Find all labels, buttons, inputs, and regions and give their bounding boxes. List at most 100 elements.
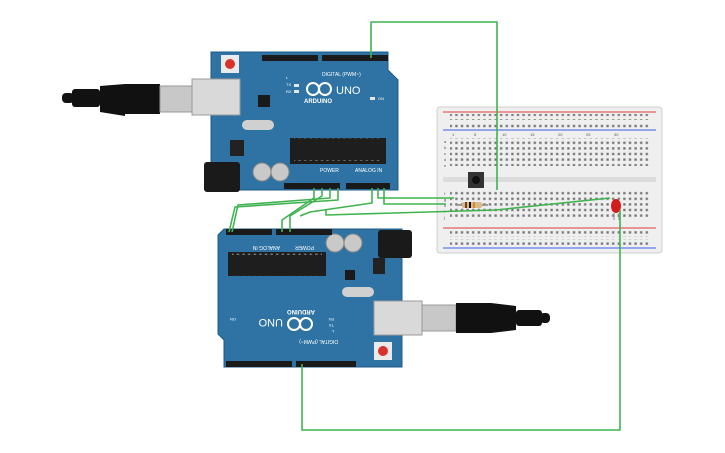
power-jack — [204, 162, 240, 192]
bb-row-h: h — [444, 203, 446, 208]
digital-header-bottom-1[interactable] — [226, 361, 292, 367]
rail-bottom-holes-1 — [450, 231, 650, 237]
wire-led-bottom-digital[interactable] — [301, 210, 621, 431]
bb-row-g: g — [444, 197, 446, 202]
tx-label-bottom: TX — [329, 323, 334, 328]
l-label-bottom: L — [331, 329, 334, 334]
digital-header-bottom-2[interactable] — [296, 361, 356, 367]
digital-header-2[interactable] — [322, 55, 388, 61]
led-body-icon — [611, 199, 621, 213]
bb-col-25: 25 — [586, 132, 591, 137]
atmega-chip — [290, 138, 386, 164]
wire-analog-b[interactable] — [299, 188, 373, 217]
rail-bottom-holes-2 — [450, 239, 650, 245]
analog-header-bottom[interactable] — [226, 229, 272, 235]
atmega-bottom-pins-bottom — [232, 273, 322, 276]
tx-led — [294, 84, 299, 87]
wire-d2-button[interactable] — [370, 21, 498, 190]
usb-plug-body-icon — [125, 84, 160, 114]
arduino-bottom[interactable]: ARDUINO UNO DIGITAL (PWM~) POWER ANALOG … — [217, 228, 550, 368]
bb-row-a: a — [444, 139, 447, 144]
voltage-regulator — [230, 140, 244, 156]
capacitor-bottom-1 — [325, 233, 345, 253]
bb-col-1: 1 — [452, 132, 455, 137]
usb-plug-metal — [159, 85, 195, 113]
bb-row-b: b — [444, 145, 447, 150]
center-channel — [443, 177, 656, 182]
led[interactable] — [611, 199, 621, 220]
atmega-pins-bottom — [294, 160, 382, 163]
digital-label: DIGITAL (PWM~) — [322, 72, 361, 78]
reset-button-cap-icon — [225, 59, 235, 69]
atmega-chip-bottom — [228, 252, 326, 276]
arduino-logo-right-icon — [318, 82, 332, 96]
usb-plug-metal-bottom — [421, 304, 457, 332]
model-label: UNO — [336, 85, 361, 97]
bb-row-f: f — [444, 191, 446, 196]
arduino-logo-bottom-right-icon — [287, 317, 301, 331]
bb-row-d: d — [444, 157, 446, 162]
on-led — [370, 97, 375, 100]
crystal-oscillator — [242, 120, 274, 130]
usb-plug-bottom-icon — [491, 303, 516, 333]
bb-col-15: 15 — [530, 132, 535, 137]
power-jack-bottom — [378, 230, 412, 258]
capacitor-1 — [252, 162, 272, 182]
brand-label-bottom: ARDUINO — [287, 308, 315, 314]
wire-to-led[interactable] — [325, 197, 611, 216]
pushbutton[interactable] — [468, 172, 484, 188]
bb-row-c: c — [444, 151, 446, 156]
usb-plug-icon — [100, 84, 125, 116]
voltage-regulator-bottom — [373, 258, 385, 274]
usb-cable-end-icon — [62, 93, 74, 103]
model-label-bottom: UNO — [258, 316, 283, 328]
usb-b-port-bottom — [373, 300, 423, 336]
analog-label-bottom: ANALOG IN — [252, 244, 280, 250]
power-label-bottom: POWER — [295, 244, 314, 250]
analog-header[interactable] — [346, 183, 390, 189]
bb-row-j: j — [443, 215, 445, 220]
rx-label-bottom: RX — [328, 317, 334, 322]
atmega-bottom-pins-top — [232, 252, 322, 255]
rail-top-holes-1 — [450, 114, 650, 120]
reset-button-bottom-cap-icon — [378, 346, 388, 356]
capacitor-bottom-2 — [343, 233, 363, 253]
smd-chip — [258, 95, 270, 107]
power-header-bottom[interactable] — [276, 229, 332, 235]
breadboard[interactable]: 1 5 10 15 20 25 30 a b c d e f g h i j — [436, 106, 663, 254]
rx-led — [294, 90, 299, 93]
wires — [228, 21, 621, 431]
usb-cable-icon — [72, 89, 100, 107]
wire-analog-a[interactable] — [377, 188, 454, 199]
l-label: L — [286, 75, 289, 80]
brand-label: ARDUINO — [304, 99, 332, 105]
power-header[interactable] — [284, 183, 340, 189]
digital-label-bottom: DIGITAL (PWM~) — [299, 338, 338, 344]
bb-col-10: 10 — [502, 132, 507, 137]
digital-header-1[interactable] — [262, 55, 318, 61]
bb-col-20: 20 — [558, 132, 563, 137]
usb-plug-body-bottom-icon — [456, 303, 491, 333]
resistor-band-1 — [465, 202, 467, 208]
crystal-bottom — [342, 287, 374, 297]
wire-bundle-4[interactable] — [281, 188, 315, 232]
wire-bundle-3[interactable] — [289, 188, 323, 232]
usb-b-port — [191, 78, 241, 116]
usb-cable-end-bottom-icon — [540, 313, 550, 323]
wire-bundle-1[interactable] — [231, 188, 331, 233]
bb-row-e: e — [444, 163, 447, 168]
wire-bundle-2[interactable] — [228, 188, 339, 233]
on-label-bottom: ON — [230, 317, 236, 322]
arduino-top[interactable]: ARDUINO UNO DIGITAL (PWM~) POWER ANALOG … — [62, 51, 399, 192]
resistor[interactable] — [456, 202, 488, 208]
usb-cable-bottom-icon — [516, 310, 542, 326]
terminal-strip-top — [450, 138, 650, 166]
wire-analog-c[interactable] — [383, 188, 446, 205]
pushbutton-cap-icon — [472, 176, 480, 184]
analog-label: ANALOG IN — [355, 168, 383, 174]
resistor-band-2 — [469, 202, 471, 208]
power-label: POWER — [320, 168, 339, 174]
resistor-band-3 — [473, 202, 475, 208]
rx-label: RX — [286, 89, 292, 94]
